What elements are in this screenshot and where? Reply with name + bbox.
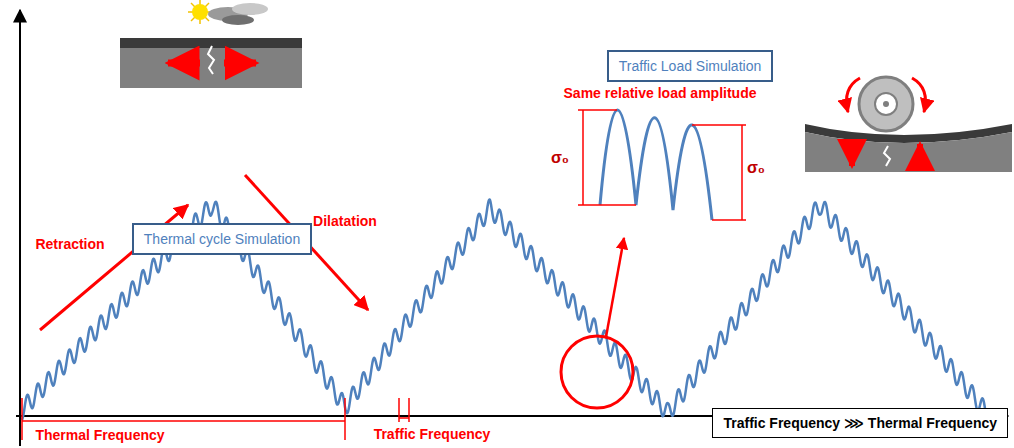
amplitude-symbol: σ₀ bbox=[551, 149, 569, 167]
box-title: Traffic Load Simulation bbox=[619, 58, 761, 74]
box-title: Thermal cycle Simulation bbox=[144, 231, 300, 247]
title-box: Traffic Frequency ⋙ Thermal Frequency bbox=[712, 408, 1008, 438]
traffic-period-mark bbox=[399, 398, 409, 422]
title-box: Thermal cycle Simulation bbox=[132, 223, 312, 255]
box-title: Traffic Frequency ⋙ Thermal Frequency bbox=[723, 415, 997, 431]
y-axis bbox=[19, 10, 21, 446]
frequency-label: Thermal Frequency bbox=[35, 428, 164, 443]
tyre-pavement bbox=[805, 77, 1012, 172]
frequency-label: Traffic Frequency bbox=[374, 427, 491, 442]
title-box: Traffic Load Simulation bbox=[607, 50, 773, 82]
zoom-circle bbox=[561, 336, 633, 408]
note-label: Same relative load amplitude bbox=[564, 86, 757, 101]
load-wave bbox=[22, 199, 986, 420]
phase-label: Retraction bbox=[35, 237, 104, 252]
weather-icon bbox=[188, 0, 268, 25]
amplitude-symbol: σ₀ bbox=[747, 159, 765, 177]
zoom-arrow bbox=[606, 238, 624, 337]
pavement-slab bbox=[120, 38, 302, 88]
phase-label: Dilatation bbox=[313, 214, 377, 229]
inset-wave bbox=[578, 110, 746, 220]
wave-line bbox=[22, 199, 986, 420]
